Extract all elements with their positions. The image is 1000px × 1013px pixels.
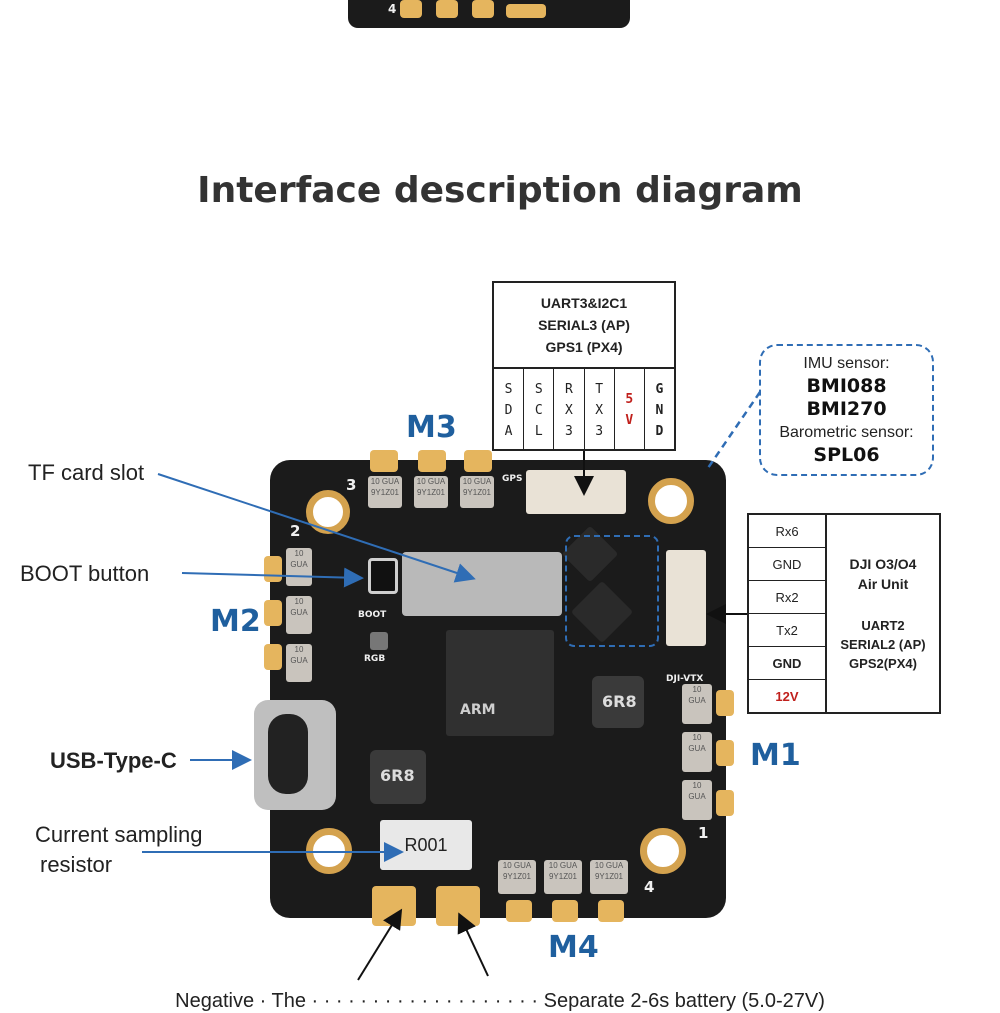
motor-label-m1: M1	[750, 738, 801, 773]
dji-title-1: DJI O3/O4	[849, 556, 917, 572]
baro-chip: SPL06	[813, 444, 880, 466]
motor-pad	[264, 644, 282, 670]
usb-c-port[interactable]	[254, 700, 336, 810]
boot-button[interactable]	[368, 558, 398, 594]
current-resistor-label-2: resistor	[40, 852, 113, 877]
motor-pad	[264, 600, 282, 626]
boot-button-label: BOOT button	[20, 561, 150, 586]
negative-arrow	[357, 908, 403, 981]
mount-hole	[648, 478, 694, 524]
previous-board-bottom: 4	[348, 0, 630, 28]
imu-dash-box	[565, 535, 659, 647]
imu-sensor-callout: IMU sensor: BMI088 BMI270 Barometric sen…	[759, 344, 934, 476]
motor-pad	[598, 900, 624, 922]
board-number: 2	[290, 522, 301, 540]
mcu-chip: ARM	[446, 630, 554, 736]
rgb-led	[370, 632, 388, 650]
imu-chip-2: BMI270	[806, 398, 887, 420]
dji-serial: SERIAL2 (AP)	[840, 637, 926, 652]
mount-hole	[640, 828, 686, 874]
dji-pin: GND	[749, 647, 825, 680]
boot-silk: BOOT	[358, 610, 387, 620]
imu-label: IMU sensor:	[803, 355, 890, 372]
pad	[506, 4, 546, 18]
motor-pad	[506, 900, 532, 922]
page-title: Interface description diagram	[197, 170, 803, 211]
motor-label-m2: M2	[210, 604, 261, 639]
motor-pad	[552, 900, 578, 922]
uart3-line1: UART3&I2C1	[540, 295, 628, 311]
motor-pad	[716, 790, 734, 816]
baro-label: Barometric sensor:	[779, 424, 914, 441]
dji-title-2: Air Unit	[857, 576, 909, 592]
pad	[472, 0, 494, 18]
imu-chip-1: BMI088	[806, 375, 887, 397]
positive-arrow	[457, 912, 489, 977]
uart3-line2: SERIAL3 (AP)	[538, 317, 630, 333]
dji-vtx-silk: DJI-VTX	[666, 674, 704, 684]
dji-pin: GND	[749, 548, 825, 581]
uart3-line3: GPS1 (PX4)	[545, 339, 623, 355]
uart3-header: UART3&I2C1 SERIAL3 (AP) GPS1 (PX4)	[494, 283, 674, 369]
imu-dash-line	[706, 391, 762, 469]
rgb-silk: RGB	[364, 654, 386, 664]
board-number: 3	[346, 476, 357, 494]
inductor: 6R8	[370, 750, 426, 804]
motor-pad	[716, 690, 734, 716]
motor-label-m3: M3	[406, 410, 457, 445]
motor-pad	[464, 450, 492, 472]
gps-silk: GPS	[502, 474, 523, 484]
motor-pad	[418, 450, 446, 472]
dji-pin: 12V	[775, 688, 799, 704]
board-number: 4	[644, 878, 655, 896]
mcu-brand: ARM	[460, 702, 496, 718]
motor-pad	[716, 740, 734, 766]
inductor: 6R8	[592, 676, 644, 728]
dji-connector-table: Rx6 GND Rx2 Tx2 GND 12V DJI O3/O4 Air Un…	[747, 513, 941, 714]
pad	[400, 0, 422, 18]
pad	[436, 0, 458, 18]
board-number: 4	[388, 2, 397, 16]
boot-arrow	[181, 567, 364, 588]
usb-label: USB-Type-C	[50, 748, 177, 773]
current-resistor-label-1: Current sampling	[35, 822, 203, 847]
board-number: 1	[698, 824, 709, 842]
dji-gps: GPS2(PX4)	[849, 656, 917, 671]
usb-c-opening	[268, 714, 308, 794]
dji-pin: Rx6	[749, 515, 825, 548]
dji-pin: Tx2	[749, 614, 825, 647]
dji-uart: UART2	[861, 618, 905, 633]
tf-arrow	[157, 473, 476, 583]
motor-pad	[370, 450, 398, 472]
bottom-caption: Negative · The · · · · · · · · · · · · ·…	[175, 990, 825, 1012]
dji-description: DJI O3/O4 Air Unit UART2 SERIAL2 (AP) GP…	[827, 515, 939, 712]
dji-pins: Rx6 GND Rx2 Tx2 GND 12V	[749, 515, 827, 712]
motor-label-m4: M4	[548, 930, 599, 965]
tf-card-label: TF card slot	[28, 460, 145, 485]
dji-connector	[666, 550, 706, 646]
dji-pin: Rx2	[749, 581, 825, 614]
